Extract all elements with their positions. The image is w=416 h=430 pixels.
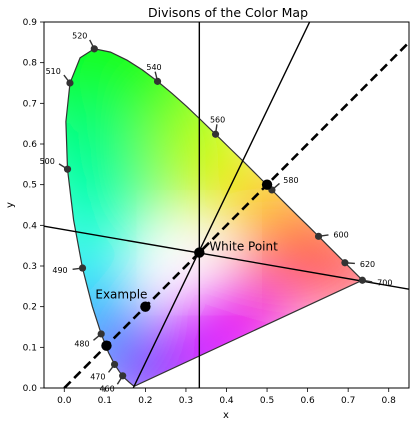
x-tick-label: 0.6: [300, 396, 315, 406]
y-tick-label: 0.2: [23, 303, 37, 313]
wavelength-label-510: 510: [46, 67, 61, 76]
example-marker: [140, 301, 151, 312]
wavelength-label-560: 560: [210, 115, 225, 124]
wavelength-label-600: 600: [333, 230, 348, 239]
y-tick-label: 0.4: [23, 221, 38, 231]
wavelength-label-500: 500: [40, 157, 55, 166]
division-line-2: [132, 22, 311, 388]
dashed-endpoint-upper-marker: [261, 179, 273, 190]
x-tick-label: 0.8: [382, 396, 397, 406]
wavelength-label-480: 480: [74, 339, 89, 348]
y-tick-label: 0.3: [23, 262, 37, 272]
spectral-locus-outline: [65, 48, 364, 387]
white-point-marker: [194, 247, 205, 258]
axis-ticks: 0.0 0.1 0.2 0.3 0.4 0.5 0.6 0.7 0.8 0.0 0.1 0.2 0.3 0…: [23, 18, 396, 406]
x-tick-label: 0.5: [260, 396, 274, 406]
y-tick-label: 0.7: [23, 99, 37, 109]
wavelength-point-500: [63, 165, 72, 173]
wavelength-markers: 460 470 480 490 500 510 520 540 560 580 600 620 700: [40, 32, 393, 394]
x-tick-label: 0.4: [219, 396, 234, 406]
y-tick-label: 0.8: [23, 59, 38, 69]
wavelength-point-560: [211, 130, 220, 138]
wavelength-point-490: [78, 264, 87, 272]
wavelength-label-470: 470: [90, 372, 105, 381]
y-tick-label: 0.1: [23, 343, 37, 353]
x-axis-label: x: [223, 410, 229, 421]
wavelength-label-540: 540: [146, 63, 161, 72]
wavelength-point-540: [153, 77, 162, 85]
wavelength-point-520: [90, 45, 98, 53]
wavelength-point-460: [119, 372, 127, 380]
wavelength-point-700: [358, 276, 366, 284]
wavelength-label-620: 620: [360, 260, 375, 269]
dashed-endpoint-lower-marker: [101, 340, 112, 351]
wavelength-point-510: [66, 79, 74, 87]
division-lines: [44, 22, 409, 388]
y-tick-label: 0.6: [23, 140, 38, 150]
division-line-1: [44, 225, 409, 290]
x-tick-label: 0.7: [341, 396, 355, 406]
wavelength-label-490: 490: [52, 266, 67, 275]
y-axis-label: y: [5, 202, 16, 208]
x-tick-label: 0.2: [138, 396, 152, 406]
example-label: Example: [95, 288, 147, 302]
y-tick-label: 0.9: [23, 18, 38, 28]
dashed-division-line-3: [63, 41, 409, 388]
wavelength-label-580: 580: [283, 176, 298, 185]
x-tick-label: 0.1: [98, 396, 112, 406]
chart-title: Divisons of the Color Map: [148, 5, 308, 20]
x-tick-label: 0.0: [57, 396, 72, 406]
wavelength-label-460: 460: [99, 385, 114, 394]
y-tick-label: 0.5: [23, 181, 37, 191]
plot-frame: [43, 21, 410, 389]
x-tick-label: 0.3: [179, 396, 193, 406]
wavelength-label-520: 520: [72, 32, 87, 41]
y-tick-label: 0.0: [23, 384, 38, 394]
wavelength-point-600: [314, 232, 323, 240]
wavelength-label-700: 700: [377, 279, 392, 288]
wavelength-point-620: [341, 259, 349, 267]
wavelength-point-480: [97, 330, 105, 338]
white-point-label: White Point: [209, 240, 278, 254]
wavelength-point-470: [110, 360, 119, 369]
